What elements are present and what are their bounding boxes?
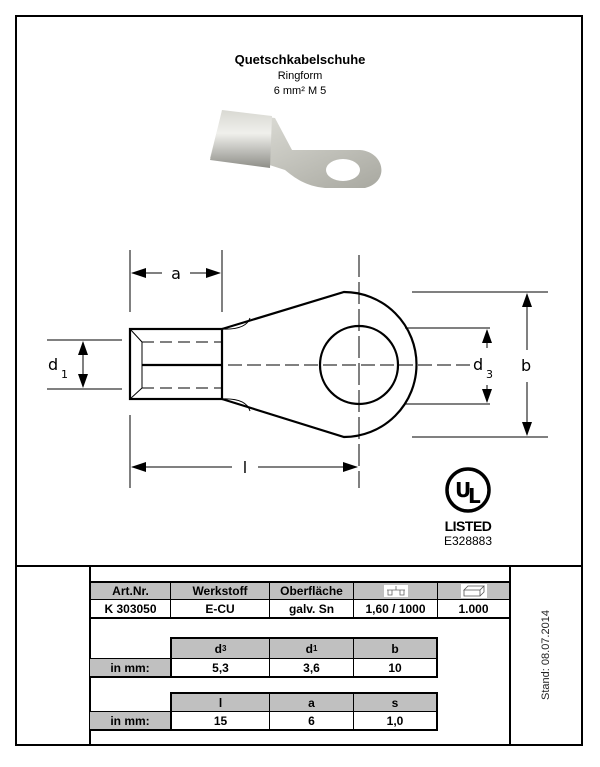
b-value: 10 [353, 658, 438, 678]
technical-drawing: a l d 1 d 3 b [47, 250, 548, 488]
dim-label-d3: d [473, 355, 483, 374]
box-icon [460, 584, 487, 598]
header-s: s [353, 692, 438, 712]
svg-text:U: U [455, 478, 471, 502]
product-photo [210, 110, 382, 188]
ul-logo: U L [445, 467, 491, 513]
table-left-border [89, 566, 91, 746]
outer-frame [15, 15, 583, 746]
dim-label-d1-sub: 1 [61, 368, 68, 381]
werkstoff-value: E-CU [170, 599, 270, 618]
section-divider [15, 565, 583, 567]
row-label-mm: in mm: [90, 711, 171, 731]
dim-label-a: a [171, 264, 181, 283]
dim-label-d3-sub: 3 [486, 368, 493, 381]
s-value: 1,0 [353, 711, 438, 731]
dim-label-b: b [521, 356, 531, 375]
dim-label-l: l [243, 458, 247, 477]
l-value: 15 [170, 711, 270, 731]
scale-icon [383, 585, 408, 597]
packaging-value: 1.000 [437, 599, 510, 618]
product-size: 6 mm² M 5 [273, 85, 327, 97]
d3-value: 5,3 [170, 658, 270, 678]
header-werkstoff: Werkstoff [170, 582, 270, 600]
row-label-mm: in mm: [90, 658, 171, 678]
header-b: b [353, 637, 438, 659]
d1-value: 3,6 [269, 658, 354, 678]
weight-value: 1,60 / 1000 [353, 599, 438, 618]
art-nr-value: K 303050 [90, 599, 171, 618]
table-right-border [509, 566, 511, 746]
svg-text:L: L [468, 484, 481, 508]
date-stamp: Stand: 08.07.2014 [540, 610, 552, 700]
header-a: a [269, 692, 354, 712]
product-form: Ringform [277, 70, 323, 82]
header-packaging [437, 582, 510, 600]
header-oberflaeche: Oberfläche [269, 582, 354, 600]
a-value: 6 [269, 711, 354, 731]
product-title: Quetschkabelschuhe [234, 52, 366, 67]
oberflaeche-value: galv. Sn [269, 599, 354, 618]
header-weight [353, 582, 438, 600]
dim-label-d1: d [48, 355, 58, 374]
ul-file-number: E328883 [443, 534, 493, 548]
header-art-nr: Art.Nr. [90, 582, 171, 600]
header-l: l [170, 692, 270, 712]
ul-listed-label: LISTED [444, 518, 492, 534]
